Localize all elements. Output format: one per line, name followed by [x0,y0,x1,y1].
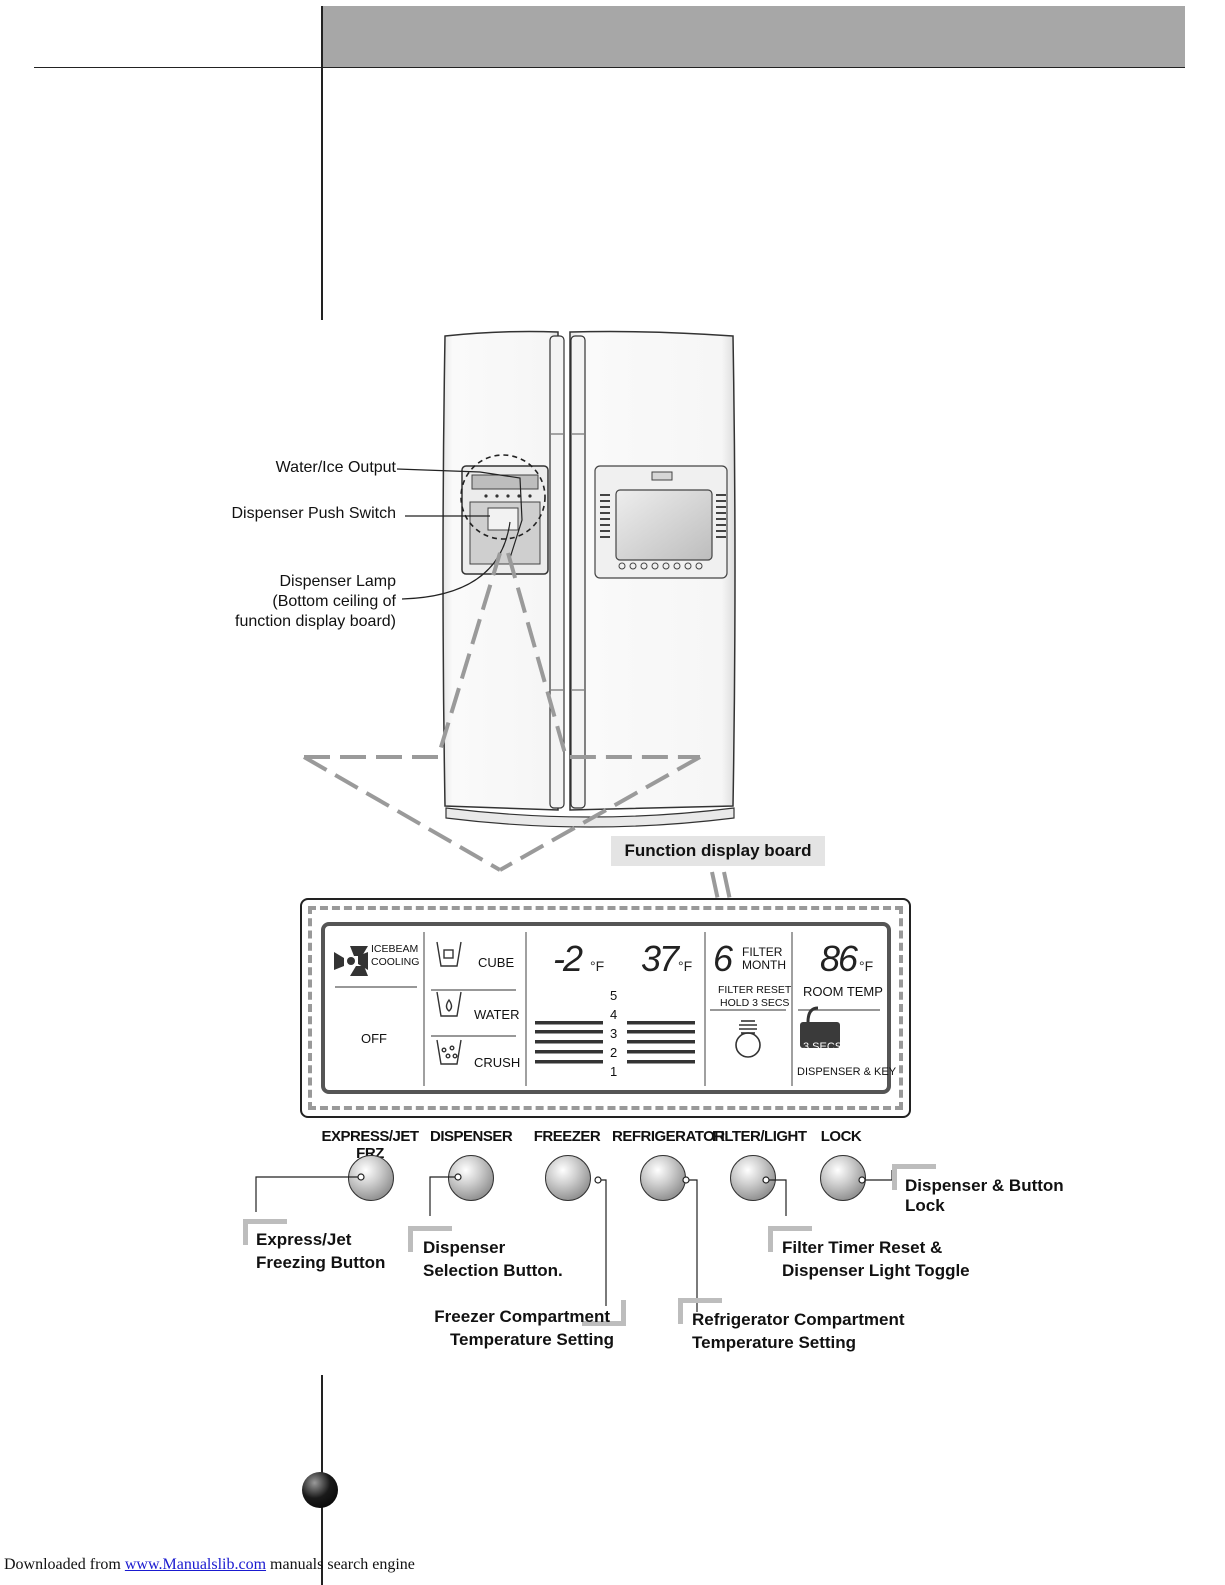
room-temp-label: ROOM TEMP [803,984,883,999]
filter-label-1: FILTER [742,945,783,959]
dispenser-label: DISPENSER [430,1128,513,1145]
fridge-desc-1: Refrigerator Compartment [692,1310,905,1329]
leader-lines [255,1170,893,1312]
icebeam-label-1: ICEBEAM [371,943,419,955]
top-vertical-rule [321,6,323,320]
lock-desc-bracket [892,1164,936,1190]
fridge-temp-display: 37 [641,938,679,979]
filter-month-display: 6 [713,938,733,979]
dispenser-sel-desc-1: Dispenser [423,1238,506,1257]
freezer-temp-unit: °F [590,958,605,974]
dispenser-sel-desc-2: Selection Button. [423,1261,563,1280]
freezer-temp-display: -2 [553,938,583,979]
level-4: 4 [610,1007,618,1022]
filter-reset-label-1: FILTER RESET [718,984,792,996]
freezer-label: FREEZER [533,1128,601,1145]
room-temp-display: 86 [820,938,858,979]
fridge-temp-unit: °F [678,958,693,974]
express-desc-1: Express/Jet [256,1230,352,1249]
level-2: 2 [610,1045,618,1060]
control-panel-dashed-border [308,906,903,1110]
lock-button[interactable] [820,1155,866,1201]
filter-desc-1: Filter Timer Reset & [782,1238,943,1257]
express-desc-2: Freezing Button [256,1253,386,1272]
dispenser-key-label: DISPENSER & KEY [797,1066,897,1078]
page-bullet [302,1472,338,1508]
filter-light-label: FILTER/LIGHT [712,1128,807,1145]
express-desc-bracket [243,1219,287,1245]
callout-dispenser-lamp-1: Dispenser Lamp [279,573,397,590]
lock-label: LOCK [820,1128,862,1145]
freezer-desc-1: Freezer Compartment [434,1307,610,1326]
freezer-button[interactable] [545,1155,591,1201]
header-rule [34,67,1185,68]
header-bar [322,6,1185,67]
filter-desc-bracket [768,1226,812,1252]
express-jet-frz-button[interactable] [348,1155,394,1201]
footer: Downloaded from www.Manualslib.com manua… [4,1556,415,1574]
filter-label-2: MONTH [742,958,786,972]
water-label: WATER [474,1007,520,1022]
crush-label: CRUSH [474,1055,521,1070]
level-5: 5 [610,988,618,1003]
callout-dispenser-lamp-3: function display board) [235,613,396,630]
footer-prefix: Downloaded from [4,1556,121,1573]
lock-desc-2: Lock [905,1196,945,1215]
filter-desc-2: Dispenser Light Toggle [782,1261,970,1280]
level-1: 1 [610,1064,618,1079]
filter-reset-label-2: HOLD 3 SECS [720,997,790,1009]
refrigerator-label: REFRIGERATOR [612,1128,725,1145]
lock-3secs-label: 3 SECS [803,1041,843,1053]
control-panel-frame [300,898,911,1118]
dispenser-desc-bracket [408,1226,452,1252]
footer-link[interactable]: www.Manualslib.com [124,1556,267,1573]
filter-light-button[interactable] [730,1155,776,1201]
freezer-desc-bracket [582,1300,626,1326]
refrigerator-button[interactable] [640,1155,686,1201]
cube-label: CUBE [478,955,515,970]
level-3: 3 [610,1026,618,1041]
lock-desc-1: Dispenser & Button [905,1176,1064,1195]
freezer-desc-2: Temperature Setting [449,1330,614,1349]
fridge-desc-bracket [678,1298,722,1324]
footer-suffix: manuals search engine [270,1556,415,1573]
callout-water-ice-output: Water/Ice Output [275,459,396,476]
icebeam-label-2: COOLING [371,956,420,968]
fridge-desc-2: Temperature Setting [692,1333,857,1352]
refrigerator-illustration [303,330,736,900]
control-panel-display [321,922,891,1094]
off-label: OFF [361,1031,387,1046]
callout-dispenser-push-switch: Dispenser Push Switch [231,505,396,522]
function-display-board-label: Function display board [611,836,825,866]
callout-dispenser-lamp-2: (Bottom ceiling of [272,593,396,610]
room-temp-unit: °F [859,958,874,974]
panel-graphics [334,932,880,1086]
